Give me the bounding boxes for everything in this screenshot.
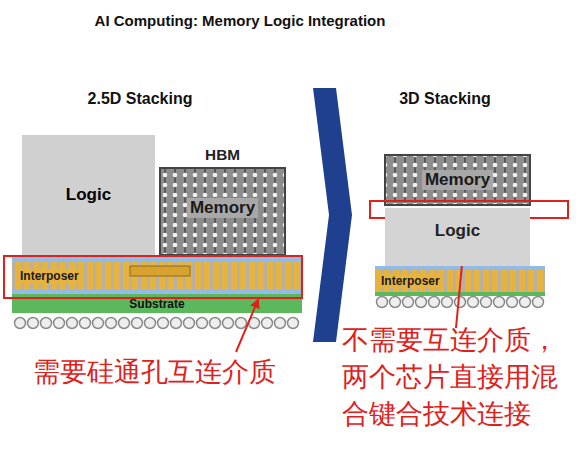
node-label: Logic xyxy=(435,221,480,241)
solder-ball xyxy=(93,318,104,329)
solder-ball xyxy=(132,318,143,329)
solder-ball xyxy=(377,297,388,308)
solder-ball xyxy=(106,318,117,329)
heading-label: HBM xyxy=(160,146,285,164)
solder-ball xyxy=(158,318,169,329)
node-label: Memory xyxy=(422,170,493,190)
chevron-arrow xyxy=(313,88,352,342)
solder-ball xyxy=(80,318,91,329)
solder-ball xyxy=(507,297,518,308)
solder-ball xyxy=(145,318,156,329)
title: AI Computing: Memory Logic Integration xyxy=(0,12,480,29)
solder-ball xyxy=(288,318,299,329)
node-label: Substrate xyxy=(129,297,184,311)
substrate: Substrate xyxy=(12,294,302,313)
solder-ball xyxy=(223,318,234,329)
solder-ball xyxy=(54,318,65,329)
memory-die: HBM Memory xyxy=(160,143,285,255)
solder-ball xyxy=(119,318,130,329)
interposer: Interposer xyxy=(12,262,302,290)
solder-ball xyxy=(197,318,208,329)
solder-ball xyxy=(15,318,26,329)
solder-ball xyxy=(520,297,531,308)
memory-die: Memory xyxy=(385,155,530,205)
solder-ball xyxy=(455,297,466,308)
leader-line xyxy=(236,300,258,352)
substrate-band xyxy=(12,294,302,313)
interposer: Interposer xyxy=(375,270,545,292)
memory-stack xyxy=(385,155,530,205)
solder-balls xyxy=(15,318,299,329)
solder-balls xyxy=(377,297,544,308)
interposer-band xyxy=(12,262,302,290)
solder-ball xyxy=(28,318,39,329)
solder-ball xyxy=(67,318,78,329)
layer xyxy=(375,266,545,270)
logic-die: Logic xyxy=(22,135,155,255)
annotation-note: 需要硅通孔互连介质 xyxy=(33,356,303,388)
solder-ball xyxy=(468,297,479,308)
highlight-box xyxy=(4,256,302,298)
solder-ball xyxy=(262,318,273,329)
solder-ball xyxy=(236,318,247,329)
layer xyxy=(12,290,302,294)
panel-heading: 2.5D Stacking xyxy=(60,90,220,108)
solder-ball xyxy=(184,318,195,329)
solder-ball xyxy=(403,297,414,308)
node-label: Memory xyxy=(187,198,258,218)
logic-die: Logic xyxy=(385,208,530,266)
annotation-note: 不需要互连介质，两个芯片直接用混合键合技术连接 xyxy=(342,322,568,433)
panel-heading: 3D Stacking xyxy=(385,90,505,108)
node-label: Interposer xyxy=(379,274,442,288)
solder-ball xyxy=(390,297,401,308)
solder-ball xyxy=(171,318,182,329)
solder-ball xyxy=(533,297,544,308)
bridge xyxy=(130,266,190,276)
solder-ball xyxy=(275,318,286,329)
solder-ball xyxy=(481,297,492,308)
underfill-layer xyxy=(12,257,302,262)
memory-stack xyxy=(160,168,285,255)
solder-ball xyxy=(416,297,427,308)
node-label: Logic xyxy=(66,185,111,205)
solder-ball xyxy=(442,297,453,308)
solder-ball xyxy=(494,297,505,308)
solder-ball xyxy=(429,297,440,308)
node-label: Interposer xyxy=(18,269,81,283)
solder-ball xyxy=(210,318,221,329)
solder-ball xyxy=(41,318,52,329)
